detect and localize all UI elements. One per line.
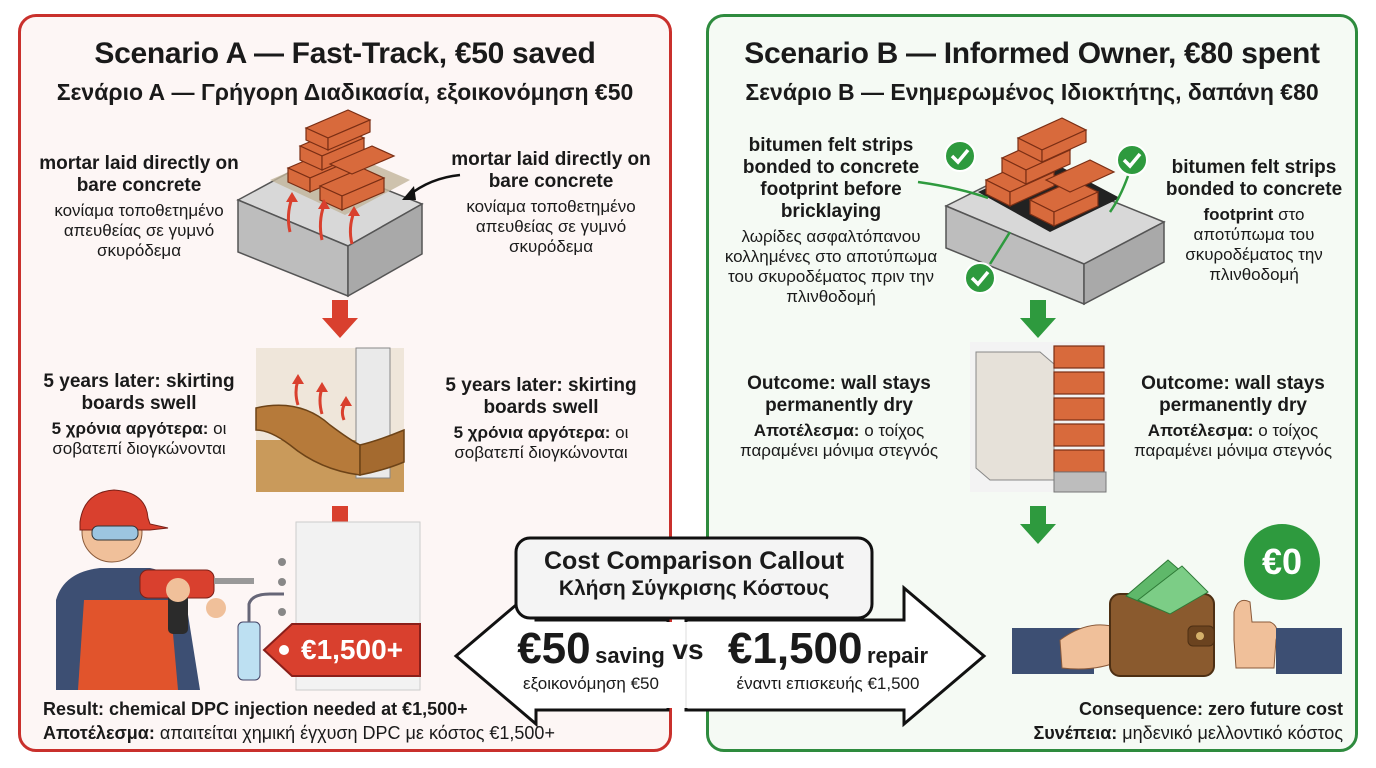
callout-right-gr: έναντι επισκευής €1,500	[736, 674, 920, 693]
a-step2-right-label: 5 years later: skirting boards swell 5 χ…	[445, 375, 637, 462]
scenario-a-subtitle: Σενάριο Α — Γρήγορη Διαδικασία, εξοικονό…	[56, 79, 634, 105]
callout-vs: vs	[672, 634, 704, 665]
a-swollen-skirting-illustration	[255, 347, 405, 492]
cost-comparison-arrow	[453, 536, 987, 728]
b-step2-right-label: Outcome: wall stays permanently dry Αποτ…	[1133, 373, 1333, 460]
b-result: Consequence: zero future cost Συνέπεια: …	[1033, 699, 1343, 743]
callout-left: €50 saving εξοικονόμηση €50	[496, 624, 686, 694]
scenario-b-subtitle: Σενάριο Β — Ενημερωμένος Ιδιοκτήτης, δαπ…	[745, 79, 1319, 105]
price-tag-label: €1,500+	[301, 634, 403, 665]
callout-title: Cost Comparison Callout	[543, 547, 844, 575]
b-down-arrows	[1020, 300, 1056, 544]
b-slab-with-bitumen-illustration	[917, 117, 1166, 306]
callout-left-word: saving	[595, 643, 665, 668]
a-step2-left-label: 5 years later: skirting boards swell 5 χ…	[43, 371, 235, 458]
a-step1-right-label: mortar laid directly on bare concrete κο…	[451, 149, 651, 256]
a-step1-left-label: mortar laid directly on bare concrete κο…	[39, 153, 239, 260]
a-slab-with-bricks-illustration	[236, 109, 461, 298]
zero-cost-badge: €0	[1261, 541, 1303, 582]
wallet-and-hands-illustration	[1012, 524, 1342, 677]
scenario-a-title: Scenario A — Fast-Track, €50 saved	[94, 37, 596, 70]
a-result: Result: chemical DPC injection needed at…	[43, 699, 555, 743]
callout-right-amount: €1,500	[727, 624, 863, 673]
price-tag	[262, 623, 421, 677]
b-step1-left-label: bitumen felt strips bonded to concrete f…	[724, 135, 938, 306]
b-step1-right-label: bitumen felt strips bonded to concrete f…	[1165, 157, 1343, 284]
callout-right-word: repair	[866, 643, 929, 668]
callout-left-gr: εξοικονόμηση €50	[523, 674, 659, 693]
callout-box: Cost Comparison Callout Κλήση Σύγκρισης …	[516, 546, 872, 602]
b-dry-wall-illustration	[970, 342, 1107, 493]
scenario-b-title: Scenario B — Informed Owner, €80 spent	[744, 37, 1320, 70]
callout-right: €1,500 repair έναντι επισκευής €1,500	[708, 624, 948, 694]
callout-left-amount: €50	[517, 624, 591, 673]
callout-subtitle: Κλήση Σύγκρισης Κόστους	[558, 577, 830, 600]
b-step2-left-label: Outcome: wall stays permanently dry Αποτ…	[739, 373, 939, 460]
